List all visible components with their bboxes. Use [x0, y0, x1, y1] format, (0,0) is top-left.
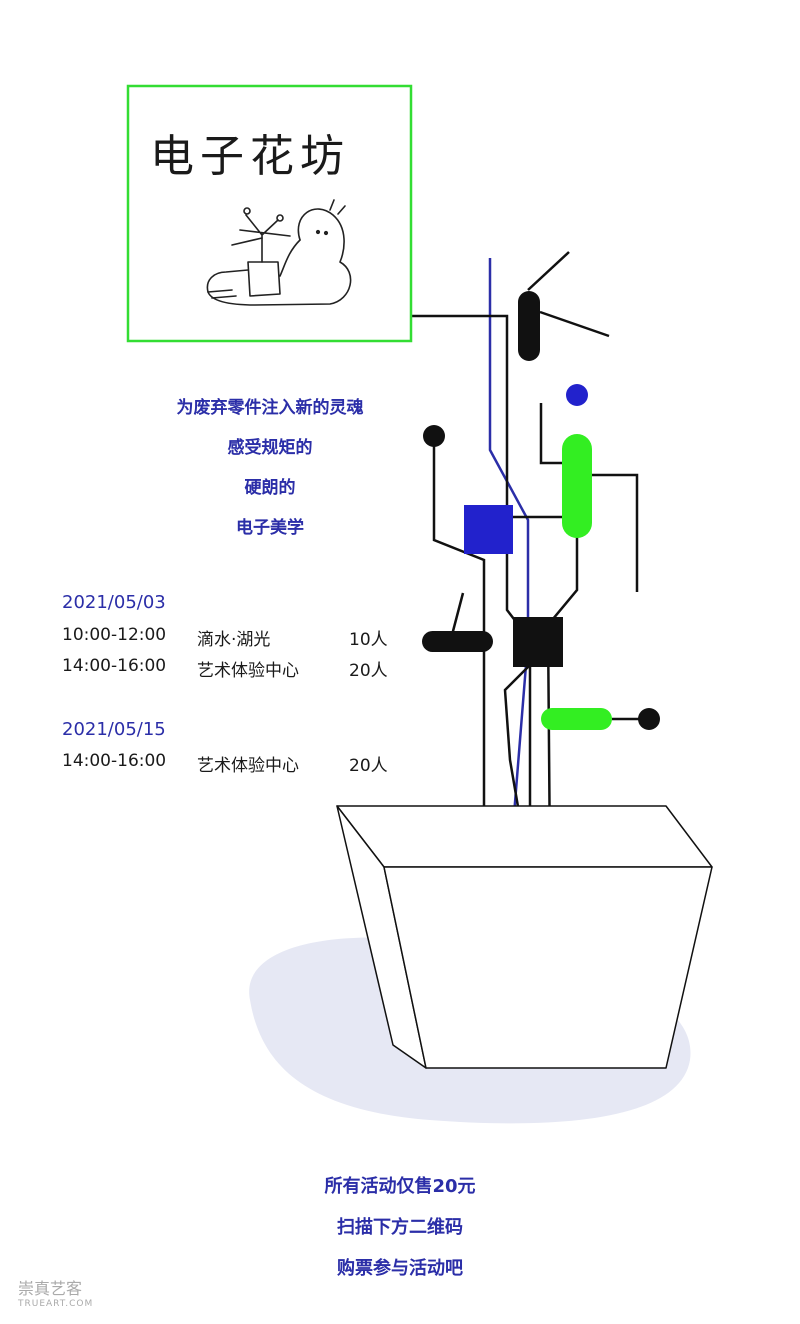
tagline-line: 为废弃零件注入新的灵魂 — [176, 398, 364, 418]
antenna-right — [539, 310, 610, 338]
watermark: 崇真艺客 TRUEART.COM — [18, 1275, 93, 1309]
stem-right — [590, 473, 639, 592]
watermark-name: 崇真艺客 — [18, 1279, 83, 1298]
footer-line: 所有活动仅售20元 — [324, 1176, 476, 1197]
schedule-time: 14:00-16:00 — [62, 656, 167, 676]
schedule-time: 10:00-12:00 — [62, 625, 167, 645]
stem-left-dot — [432, 436, 486, 865]
session-date: 2021/05/03 — [62, 592, 166, 613]
watermark-url: TRUEART.COM — [18, 1299, 94, 1309]
antenna-top — [527, 251, 570, 291]
square-blue — [464, 505, 513, 554]
schedule-time: 14:00-16:00 — [62, 751, 167, 771]
tagline-line: 感受规矩的 — [227, 438, 313, 458]
schedule-venue: 艺术体验中心 — [197, 661, 299, 681]
tagline-line: 电子美学 — [236, 518, 304, 538]
schedule-capacity: 10人 — [349, 630, 388, 650]
doodle-robot — [206, 199, 352, 306]
schedule-venue: 滴水·湖光 — [197, 630, 271, 650]
schedule-capacity: 20人 — [349, 661, 388, 681]
pot-front — [383, 866, 713, 1069]
pot-rim — [336, 805, 713, 868]
footer-line: 扫描下方二维码 — [337, 1217, 463, 1238]
tagline-line: 硬朗的 — [244, 478, 296, 498]
schedule-venue: 艺术体验中心 — [197, 756, 299, 776]
stem-main — [412, 314, 532, 865]
pill-green-horizontal — [541, 708, 612, 730]
dot-black-left — [423, 425, 445, 447]
square-black — [513, 617, 563, 667]
stem-hook — [539, 403, 568, 465]
stem-short — [450, 592, 465, 636]
pill-black-vertical — [518, 291, 540, 361]
footer-line: 购票参与活动吧 — [337, 1258, 463, 1279]
dot-blue — [566, 384, 588, 406]
pill-green-vertical — [562, 434, 592, 538]
pill-black-horizontal — [422, 631, 493, 652]
session-date: 2021/05/15 — [62, 719, 166, 740]
schedule-capacity: 20人 — [349, 756, 388, 776]
logo-frame — [126, 84, 413, 343]
dot-black-right — [638, 708, 660, 730]
stem-blue — [488, 258, 530, 866]
logo-title: 电子花坊 — [150, 131, 350, 182]
